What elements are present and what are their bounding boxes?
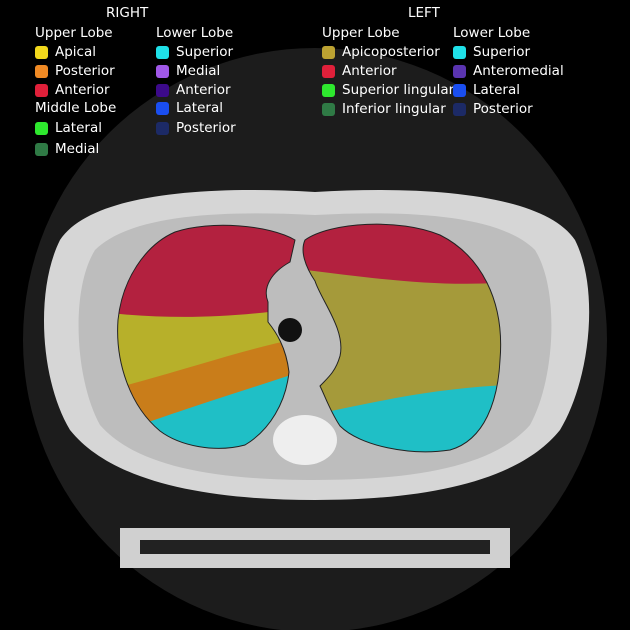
swatch [322,83,335,97]
legend-item: Anteromedial [453,63,564,79]
legend-label: Medial [176,63,221,79]
swatch [35,142,48,156]
legend-item: Medial [35,141,99,157]
legend-item: Anterior [156,82,231,98]
swatch [453,45,466,59]
swatch [156,121,169,135]
legend-label: Apical [55,44,97,60]
left-upper-lobe-header: Upper Lobe [322,25,400,41]
swatch [453,83,466,97]
swatch [156,64,169,78]
swatch [156,101,169,115]
legend-item: Anterior [322,63,397,79]
swatch [322,64,335,78]
swatch [156,45,169,59]
right-middle-lobe-header: Middle Lobe [35,100,117,116]
swatch [156,83,169,97]
legend-label: Anterior [55,82,110,98]
legend-item: Anterior [35,82,110,98]
legend-item: Medial [156,63,220,79]
legend-item: Lateral [156,100,223,116]
legend-item: Posterior [156,120,236,136]
legend-label: Anterior [342,63,397,79]
right-upper-lobe-header: Upper Lobe [35,25,113,41]
legend-item: Apical [35,44,96,60]
swatch [35,83,48,97]
right-title: RIGHT [106,5,149,21]
legend-label: Posterior [176,120,236,136]
legend-label: Superior [473,44,531,60]
swatch [35,45,48,59]
legend-item: Inferior lingular [322,101,446,117]
legend-label: Anteromedial [473,63,564,79]
swatch [322,102,335,116]
spine [273,415,337,465]
swatch [322,45,335,59]
legend-item: Posterior [35,63,115,79]
legend-label: Apicoposterior [342,44,440,60]
legend-label: Medial [55,141,100,157]
legend-item: Lateral [35,120,102,136]
legend-item: Superior lingular [322,82,454,98]
left-lung [303,224,501,452]
legend-item: Lateral [453,82,520,98]
trachea [278,318,302,342]
legend-item: Apicoposterior [322,44,440,60]
legend-item: Posterior [453,101,533,117]
legend-label: Lateral [55,120,102,136]
left-lower-lobe-header: Lower Lobe [453,25,531,41]
swatch [35,121,48,135]
legend-label: Superior lingular [342,82,455,98]
legend-label: Superior [176,44,234,60]
swatch [453,102,466,116]
legend-label: Inferior lingular [342,101,446,117]
legend-label: Anterior [176,82,231,98]
legend-label: Lateral [176,100,223,116]
legend-item: Superior [453,44,530,60]
legend-label: Posterior [55,63,115,79]
swatch [453,64,466,78]
legend-label: Lateral [473,82,520,98]
legend-item: Superior [156,44,233,60]
left-title: LEFT [408,5,440,21]
legend-label: Posterior [473,101,533,117]
swatch [35,64,48,78]
right-lower-lobe-header: Lower Lobe [156,25,234,41]
